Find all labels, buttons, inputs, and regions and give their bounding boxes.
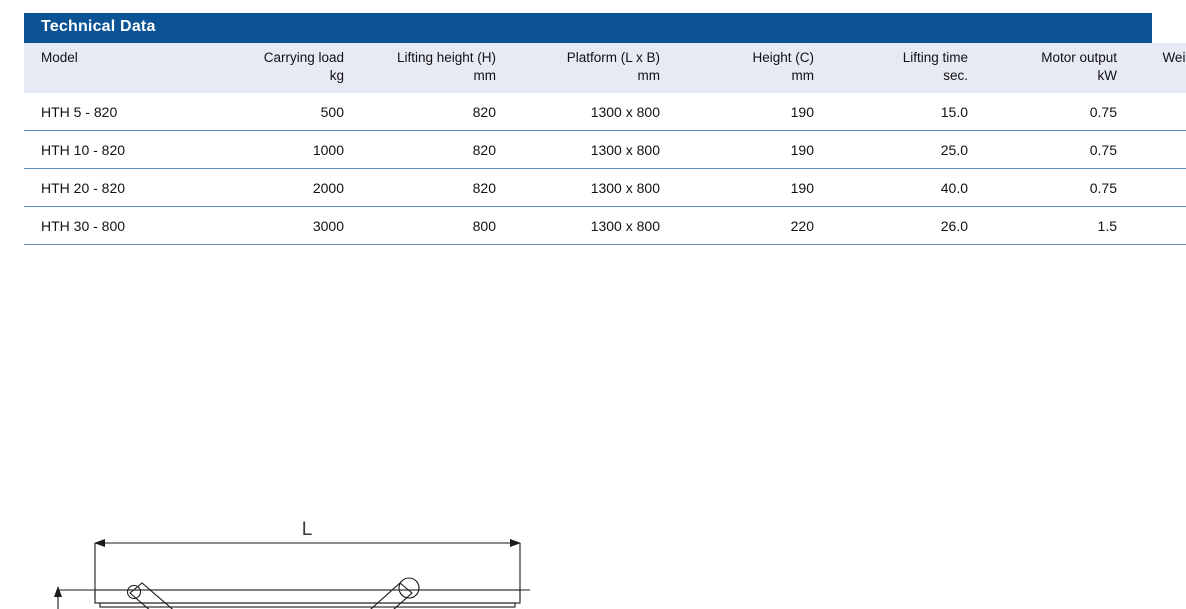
cell-motor-output: 0.75 [982,130,1131,169]
cell-weight: 220 [1131,130,1186,169]
cell-lifting-time: 26.0 [828,206,982,246]
table-body: HTH 5 - 820 500 820 1300 x 800 190 15.0 … [24,93,1186,246]
column-header-platform: Platform (L x B) mm [510,42,674,94]
table-row: HTH 30 - 800 3000 800 1300 x 800 220 26.… [24,206,1186,246]
top-platform-body [94,589,521,604]
table-row: HTH 5 - 820 500 820 1300 x 800 190 15.0 … [24,93,1186,131]
column-header-lifting-height-unit: mm [473,67,497,83]
column-header-platform-unit: mm [637,67,661,83]
top-platform-skirt [99,602,516,608]
top-left-roller [126,584,142,600]
cell-lifting-height: 800 [358,206,510,246]
column-header-lifting-height: Lifting height (H) mm [358,42,510,94]
column-header-height-c-unit: mm [791,67,815,83]
column-header-weight-unit: kg [1131,67,1186,85]
column-header-weight-line1: Weight approx. [1162,49,1186,65]
cell-carrying-load: 3000 [216,206,358,246]
cell-model: HTH 30 - 800 [24,206,216,246]
cell-lifting-height: 820 [472,104,496,121]
cell-motor-output: 0.75 [982,168,1131,207]
side-view-group [54,539,530,609]
column-header-lifting-time-unit: sec. [943,67,968,83]
cell-model: HTH 10 - 820 [24,130,216,169]
cell-height-c: 190 [790,104,814,121]
cell-carrying-load: 1000 [216,130,358,169]
column-header-model-line1: Model [41,49,78,65]
column-header-carrying-load: Carrying load kg [216,42,358,94]
dimension-L [94,539,521,598]
table-row: HTH 10 - 820 1000 820 1300 x 800 190 25.… [24,130,1186,169]
cell-weight: 160 [1131,93,1186,131]
column-header-lifting-time: Lifting time sec. [828,42,982,94]
top-right-pivot [398,577,420,599]
cell-lifting-height: 820 [358,168,510,207]
cell-platform: 1300 x 800 [590,104,660,121]
cell-weight: 320 [1131,206,1186,246]
technical-drawing: L H C B [0,250,1186,609]
cell-platform: 1300 x 800 [510,206,674,246]
cell-carrying-load: 2000 [216,168,358,207]
cell-model: HTH 20 - 820 [24,168,216,207]
cell-lifting-height: 820 [358,130,510,169]
table-title: Technical Data [24,13,1152,43]
column-header-motor-output: Motor output kW [982,42,1131,94]
technical-data-table-block: Technical Data Model Carrying load kg Li… [24,13,1186,246]
column-header-platform-line1: Platform (L x B) [566,49,660,65]
cell-lifting-time: 25.0 [828,130,982,169]
cell-carrying-load: 500 [320,104,344,121]
column-header-carrying-load-unit: kg [329,67,344,83]
scissor-arm-left-body [129,582,174,609]
column-header-lifting-height-line1: Lifting height (H) [396,49,496,65]
cell-platform: 1300 x 800 [510,130,674,169]
cell-motor-output: 0.75 [1089,104,1117,121]
table-header-row: Model Carrying load kg Lifting height (H… [24,42,1186,94]
column-header-height-c-line1: Height (C) [752,49,814,65]
technical-data-table: Model Carrying load kg Lifting height (H… [24,42,1186,246]
cell-lifting-time: 15.0 [940,104,968,121]
cell-height-c: 220 [674,206,828,246]
column-header-motor-output-line1: Motor output [1041,49,1117,65]
cell-platform: 1300 x 800 [510,168,674,207]
column-header-lifting-time-line1: Lifting time [902,49,968,65]
column-header-carrying-load-line1: Carrying load [263,49,344,65]
top-platform [58,589,530,608]
cell-height-c: 190 [674,168,828,207]
dimension-L-label: L [302,519,313,540]
scissor-arm-left [129,582,174,609]
drawing-canvas: L H C B [54,519,530,609]
cell-motor-output: 1.5 [982,206,1131,246]
cell-height-c: 190 [674,130,828,169]
column-header-model: Model [24,42,216,94]
column-header-weight: Weight approx. kg [1131,42,1186,94]
scissor-arm-right-body [370,582,413,609]
scissor-arm-right [370,582,413,609]
cell-lifting-time: 40.0 [828,168,982,207]
table-header: Model Carrying load kg Lifting height (H… [24,42,1186,94]
table-row: HTH 20 - 820 2000 820 1300 x 800 190 40.… [24,168,1186,207]
column-header-motor-output-unit: kW [1097,67,1118,83]
column-header-height-c: Height (C) mm [674,42,828,94]
cell-weight: 280 [1131,168,1186,207]
cell-model: HTH 5 - 820 [41,104,118,121]
